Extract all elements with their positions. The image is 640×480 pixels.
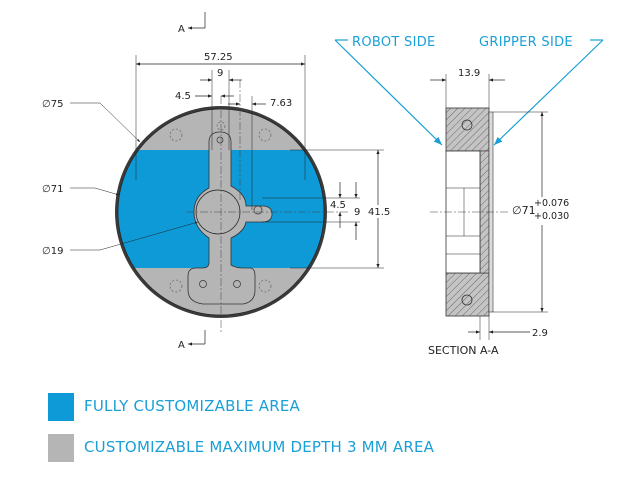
dim-41-5: 41.5 bbox=[368, 207, 390, 218]
dim-7-63: 7.63 bbox=[270, 98, 292, 109]
section-dim-diam-71: ∅71 bbox=[512, 204, 536, 217]
dim-diam-19: ∅19 bbox=[42, 246, 63, 257]
dim-2-9: 2.9 bbox=[532, 328, 548, 339]
section-mark-top: A bbox=[178, 24, 185, 35]
depth-area-swatch bbox=[48, 434, 74, 462]
dim-9-right: 9 bbox=[354, 207, 360, 218]
tolerance-upper: +0.076 bbox=[534, 198, 569, 209]
dim-diam-71: ∅71 bbox=[42, 184, 63, 195]
robot-side-label: ROBOT SIDE bbox=[352, 35, 436, 50]
mounting-holes bbox=[199, 136, 263, 288]
dim-4-5-right: 4.5 bbox=[330, 200, 346, 211]
legend-full-area: FULLY CUSTOMIZABLE AREA bbox=[48, 393, 568, 423]
dim-9-top: 9 bbox=[217, 68, 223, 79]
gripper-side-label: GRIPPER SIDE bbox=[479, 35, 573, 50]
legend-depth-area: CUSTOMIZABLE MAXIMUM DEPTH 3 MM AREA bbox=[48, 434, 568, 464]
center-recess bbox=[187, 131, 273, 305]
dim-13-9: 13.9 bbox=[458, 68, 480, 79]
dim-width: 57.25 bbox=[204, 52, 233, 63]
front-view: A A 57.25 9 4.5 7.63 ∅75 ∅71 ∅19 bbox=[42, 12, 390, 351]
dim-4-5-top: 4.5 bbox=[175, 91, 191, 102]
section-caption: SECTION A-A bbox=[428, 344, 499, 357]
section-view: ROBOT SIDE GRIPPER SIDE 13.9 bbox=[334, 35, 604, 357]
legend-depth-area-text: CUSTOMIZABLE MAXIMUM DEPTH 3 MM AREA bbox=[84, 438, 435, 456]
tolerance-lower: +0.030 bbox=[534, 211, 569, 222]
section-mark-bottom: A bbox=[178, 340, 185, 351]
legend-full-area-text: FULLY CUSTOMIZABLE AREA bbox=[84, 397, 301, 415]
full-area-swatch bbox=[48, 393, 74, 421]
dim-diam-75: ∅75 bbox=[42, 99, 63, 110]
